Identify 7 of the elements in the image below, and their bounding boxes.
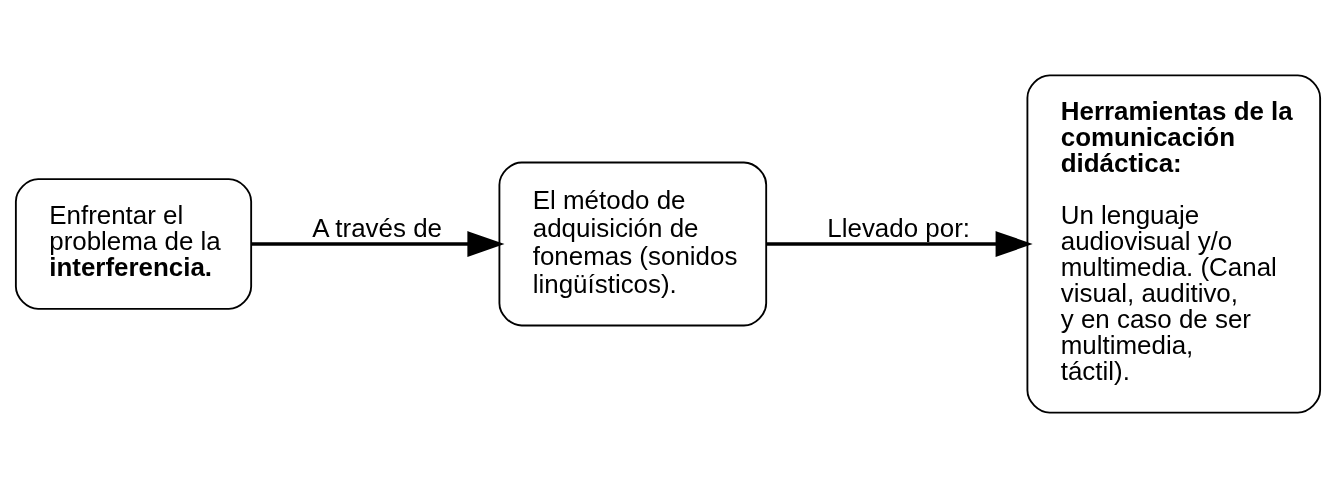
edge-label: A través de bbox=[312, 213, 442, 242]
node-box: Enfrentar el problema de la interferencia. bbox=[14, 177, 253, 310]
edge-label: Llevado por: bbox=[827, 213, 970, 242]
node-box: El método de adquisición de fonemas (sonidos lingüísticos). bbox=[498, 161, 768, 326]
arrow bbox=[251, 230, 505, 257]
node-box: Herramientas de la comunicación didáctica: Un lenguaje audiovisual y/o multimedia. (Canal visual, auditivo, y en caso de ser multimedia, táctil). bbox=[1026, 74, 1322, 413]
arrow bbox=[766, 230, 1033, 257]
